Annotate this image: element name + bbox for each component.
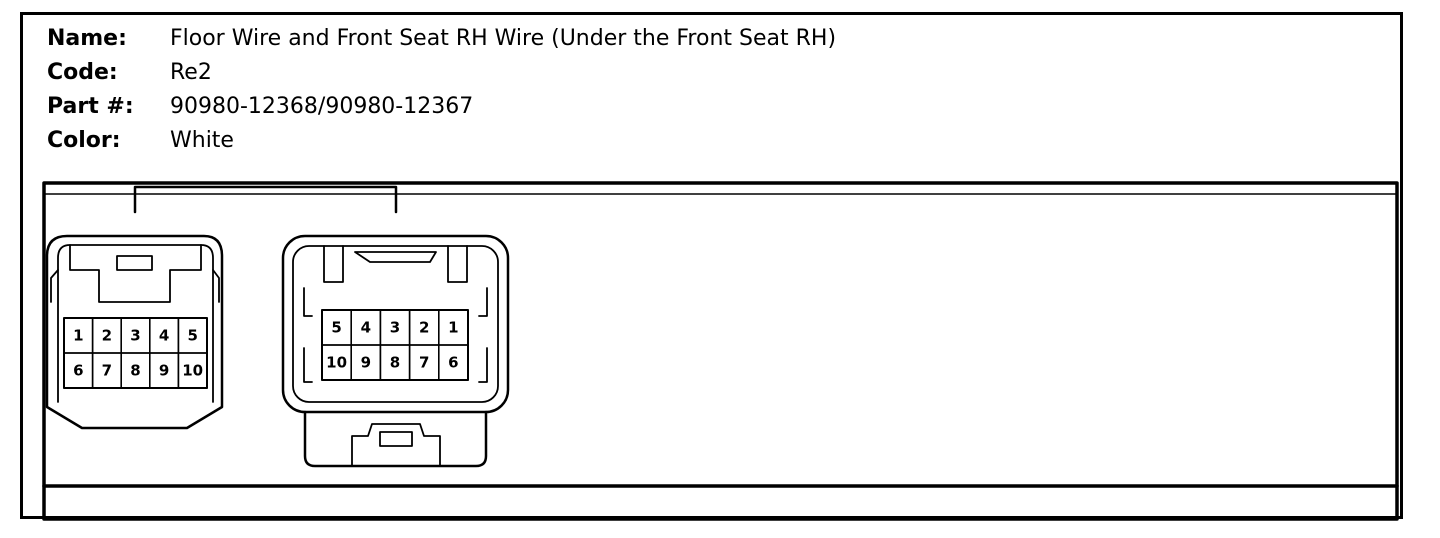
name-value: Floor Wire and Front Seat RH Wire (Under… [170, 26, 837, 51]
info-row-name: Name: Floor Wire and Front Seat RH Wire … [47, 22, 836, 56]
left-pin-label-3: 3 [130, 327, 140, 345]
right-connector-top-key [354, 251, 437, 263]
connector-info: Name: Floor Wire and Front Seat RH Wire … [47, 22, 836, 158]
right-pin-label-7: 7 [419, 354, 429, 372]
left-connector-inner-outline [57, 244, 214, 403]
left-pin-label-4: 4 [159, 327, 169, 345]
right-connector-side-ribs [303, 287, 488, 383]
info-row-part: Part #: 90980-12368/90980-12367 [47, 90, 836, 124]
right-connector-lock-tab [351, 423, 441, 467]
left-pin-label-7: 7 [102, 362, 112, 380]
right-pin-label-1: 1 [448, 319, 458, 337]
right-pin-label-10: 10 [326, 354, 347, 372]
left-connector-latch-left [50, 269, 59, 303]
right-connector-inner-outline [292, 245, 499, 403]
color-label: Color: [47, 128, 121, 153]
right-pin-label-8: 8 [390, 354, 400, 372]
left-pin-label-6: 6 [73, 362, 83, 380]
right-connector-side-guides [323, 245, 468, 283]
left-pin-label-1: 1 [73, 327, 83, 345]
code-value: Re2 [170, 60, 212, 85]
left-pin-label-2: 2 [102, 327, 112, 345]
right-pin-label-3: 3 [390, 319, 400, 337]
part-number-label: Part #: [47, 94, 134, 119]
left-connector-lock-tab [116, 255, 153, 271]
right-pin-grid: 5 4 3 2 1 10 9 8 7 6 [321, 309, 469, 381]
right-pin-label-5: 5 [331, 319, 341, 337]
right-connector-lock-button [379, 431, 413, 447]
name-label: Name: [47, 26, 127, 51]
left-pin-cell [177, 352, 208, 389]
right-pin-cell [438, 344, 469, 381]
right-connector-lock-housing [303, 410, 488, 468]
right-connector-housing [281, 234, 510, 414]
left-pin-label-10: 10 [182, 362, 203, 380]
right-pin-label-2: 2 [419, 319, 429, 337]
right-pin-label-9: 9 [361, 354, 371, 372]
left-connector-latch-right [212, 269, 220, 303]
left-connector-top-slot [69, 244, 202, 303]
left-pin-label-9: 9 [159, 362, 169, 380]
code-label: Code: [47, 60, 118, 85]
left-pin-label-5: 5 [187, 327, 197, 345]
info-row-code: Code: Re2 [47, 56, 836, 90]
left-connector-housing [45, 234, 224, 430]
right-connector: 5 4 3 2 1 10 9 8 7 6 [281, 234, 510, 468]
mating-bracket [133, 185, 398, 214]
left-pin-label-8: 8 [130, 362, 140, 380]
right-pin-label-6: 6 [448, 354, 458, 372]
right-pin-label-4: 4 [361, 319, 371, 337]
info-row-color: Color: White [47, 124, 836, 158]
diagram-box [42, 181, 1399, 521]
color-value: White [170, 128, 234, 153]
part-number-value: 90980-12368/90980-12367 [170, 94, 474, 119]
